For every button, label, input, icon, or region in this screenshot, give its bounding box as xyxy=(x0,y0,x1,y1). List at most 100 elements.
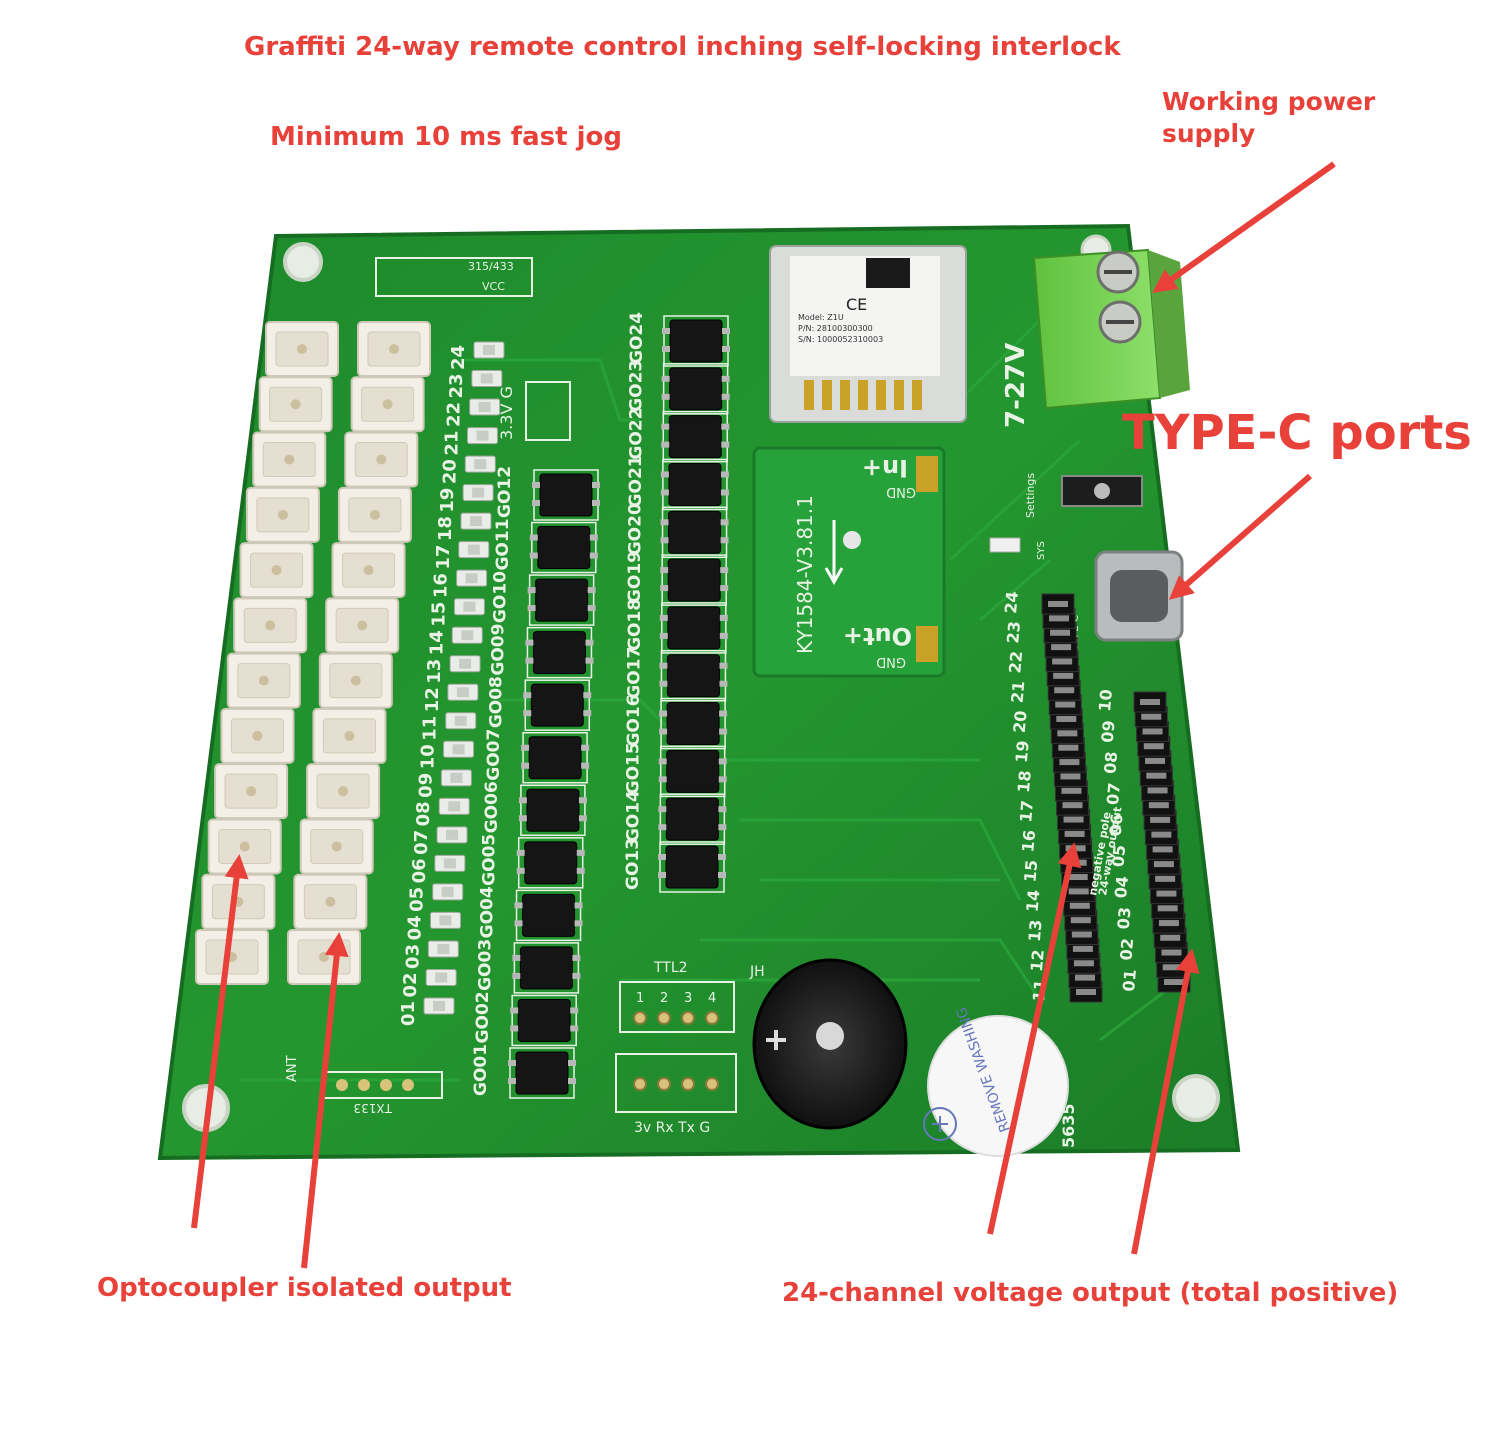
voltage-range-label: 7-27V xyxy=(1001,343,1031,428)
channel-number: 22 xyxy=(444,402,465,427)
serial-label: 3v Rx Tx G xyxy=(634,1120,710,1136)
optocoupler-chip xyxy=(658,745,727,798)
mounting-hole xyxy=(283,242,323,282)
white-connector xyxy=(239,542,314,599)
channel-led xyxy=(473,341,505,359)
serial-header: 3v Rx Tx G xyxy=(615,1053,737,1136)
go-label: GO13 xyxy=(623,838,643,890)
optocoupler-chip xyxy=(532,469,600,521)
go-label: GO17 xyxy=(624,647,644,699)
optocoupler-chip xyxy=(660,458,729,511)
antenna-label: ANT xyxy=(285,1055,300,1082)
channel-led xyxy=(456,569,488,587)
white-connector xyxy=(293,873,368,930)
ttl-label: TTL2 xyxy=(653,960,688,976)
header-number: 14 xyxy=(1023,889,1044,913)
go-label: GO14 xyxy=(623,790,643,842)
channel-number: 01 xyxy=(398,1001,419,1026)
header-number: 12 xyxy=(1027,949,1048,973)
dcdc-model-label: KY1584-V3.81.1 xyxy=(793,495,817,654)
white-connector xyxy=(207,818,282,875)
channel-led xyxy=(438,797,470,815)
go-labels-left: GO01GO02GO03GO04GO05GO06GO07GO08GO09GO10… xyxy=(471,466,515,1096)
plus-icon xyxy=(766,1030,786,1050)
optocoupler-chip xyxy=(658,793,727,845)
trim-pot xyxy=(843,531,861,549)
out-plus-label: Out+ xyxy=(843,622,912,650)
white-connector xyxy=(233,597,308,654)
vcc-label: VCC xyxy=(482,280,505,293)
channel-led xyxy=(425,968,457,986)
header-number: 24 xyxy=(1001,591,1022,615)
channel-number-labels: 0102030405060708091011121314151617181920… xyxy=(398,345,469,1026)
optocoupler-chip xyxy=(527,574,596,626)
bottom-code-label: 5635 xyxy=(1059,1103,1078,1148)
buzzer-label: JH xyxy=(749,964,765,980)
channel-led xyxy=(445,712,477,730)
module-model: Model: Z1U xyxy=(798,313,844,322)
channel-number: 11 xyxy=(420,716,441,741)
arrow-opto-2 xyxy=(301,932,349,1269)
channel-led xyxy=(451,626,483,644)
ttl2-header: TTL2 1 2 3 4 xyxy=(619,960,735,1033)
white-connector xyxy=(287,929,361,985)
channel-number: 09 xyxy=(415,773,436,798)
optocoupler-chip xyxy=(660,554,729,606)
optocoupler-callout: Optocoupler isolated output xyxy=(97,1273,512,1303)
channel-led xyxy=(427,940,459,958)
go-label: GO20 xyxy=(626,503,646,555)
optocoupler-chips-right xyxy=(658,315,730,893)
channel-number: 02 xyxy=(400,972,421,997)
optocoupler-chip xyxy=(523,679,592,731)
ttl-pin-3: 3 xyxy=(684,991,692,1006)
channel-led xyxy=(464,455,496,473)
module-pn: P/N: 28100300300 xyxy=(798,324,873,333)
white-connector xyxy=(214,763,289,820)
header-number: 01 xyxy=(1119,969,1140,993)
header-number: 05 xyxy=(1108,844,1129,868)
header-number: 10 xyxy=(1095,689,1116,713)
channel-number: 12 xyxy=(422,687,443,712)
subtitle: Minimum 10 ms fast jog xyxy=(270,122,623,152)
go-label: GO03 xyxy=(475,939,495,991)
optocoupler-chip xyxy=(529,521,598,574)
header-pin xyxy=(1133,691,1167,713)
gnd-label-in: GND xyxy=(886,484,916,499)
optocoupler-chip xyxy=(660,506,729,559)
ttl-pin-1: 1 xyxy=(636,991,644,1006)
optocoupler-chip xyxy=(512,942,581,994)
go-label: GO05 xyxy=(480,834,500,886)
channel-number: 14 xyxy=(426,630,447,655)
mounting-hole xyxy=(1172,1074,1220,1122)
white-connector xyxy=(258,376,333,433)
channel-led xyxy=(471,370,503,388)
header-number: 23 xyxy=(1003,620,1024,644)
header-number: 16 xyxy=(1018,829,1039,853)
white-connector xyxy=(357,321,431,377)
go-label: GO06 xyxy=(482,781,502,833)
arrow-volt-2 xyxy=(1131,948,1200,1255)
led-column xyxy=(423,341,505,1015)
channel-number: 20 xyxy=(439,459,460,484)
channel-number: 10 xyxy=(418,744,439,769)
go-label: GO21 xyxy=(626,455,646,507)
go-label: GO10 xyxy=(491,571,511,623)
optocoupler-chip xyxy=(661,363,730,415)
buzzer: JH xyxy=(749,958,908,1130)
channel-number: 23 xyxy=(446,373,467,398)
header-number: 02 xyxy=(1116,937,1137,961)
ttl-pin-2: 2 xyxy=(660,991,668,1006)
remove-after-washing-sticker: REMOVE WASHING xyxy=(923,1005,1069,1157)
channel-led xyxy=(434,854,466,872)
channel-number: 17 xyxy=(433,545,454,570)
optocoupler-output-connectors xyxy=(195,321,431,985)
white-connector xyxy=(350,376,425,433)
header-number: 20 xyxy=(1010,710,1031,734)
channel-number: 07 xyxy=(411,830,432,855)
channel-number: 15 xyxy=(428,602,449,627)
go-label: GO19 xyxy=(625,551,645,603)
header-number: 03 xyxy=(1114,906,1135,930)
